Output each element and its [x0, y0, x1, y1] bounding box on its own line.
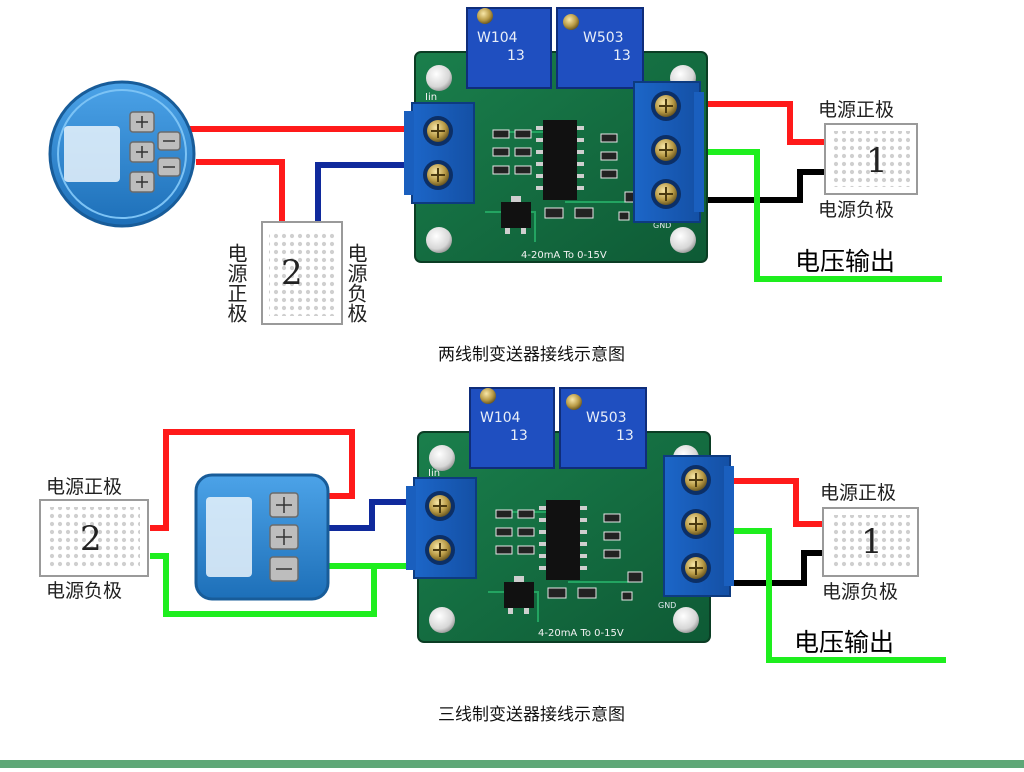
- pot-right-label: W503: [586, 410, 627, 426]
- supply-1-negative-label: 电源负极: [818, 199, 894, 221]
- supply-1-negative-label: 电源负极: [822, 581, 898, 603]
- power-supply-2: 2 电源正极 电源负极: [224, 221, 368, 325]
- supply-2-negative-label: 电源负极: [46, 580, 122, 602]
- board-gnd-label: GND: [653, 221, 671, 230]
- supply-2-number: 2: [80, 519, 102, 559]
- board-input-label: Iin: [425, 92, 437, 103]
- pot-right-label: W503: [583, 30, 624, 46]
- wire-green-voltage-output: [728, 528, 946, 663]
- wire-green-voltage-output: [696, 149, 942, 282]
- voltage-output-label: 电压输出: [794, 628, 894, 657]
- supply-2-positive-label: 电源正极: [224, 243, 248, 323]
- supply-1-number: 1: [866, 141, 888, 181]
- bottom-edge-bar: [0, 760, 1024, 768]
- wire-red-board-to-supply1: [728, 478, 828, 527]
- temperature-transmitter-sensor: [48, 80, 196, 228]
- supply-1-positive-label: 电源正极: [818, 99, 894, 121]
- input-terminal-block: [405, 477, 477, 579]
- two-wire-diagram: W104 W503 13 13 Iin 4-20mA To 0-15V GND …: [48, 7, 942, 325]
- voltage-output-label: 电压输出: [795, 247, 895, 276]
- wire-red-sensor-to-supply2: [196, 159, 285, 226]
- three-wire-diagram: 2 电源正极 电源负极 W104 W503 13 13 Iin 4-20mA T…: [39, 387, 946, 663]
- wire-red-board-to-supply1: [696, 101, 830, 145]
- temperature-transmitter-sensor: [194, 473, 330, 601]
- converter-board: W104 W503 13 13 Iin 4-20mA To 0-15V GND: [414, 7, 708, 263]
- pot-right-sub: 13: [616, 428, 634, 444]
- output-terminal-block: [633, 81, 705, 223]
- pot-left-label: W104: [480, 410, 521, 426]
- wire-blue-board-to-supply2: [315, 162, 420, 226]
- output-terminal-block: [663, 455, 735, 597]
- board-gnd-label: GND: [658, 601, 676, 610]
- input-terminal-block: [403, 102, 475, 204]
- supply-1-number: 1: [861, 522, 883, 562]
- supply-2-positive-label: 电源正极: [46, 476, 122, 498]
- wire-black-board-to-supply1: [728, 550, 828, 586]
- wire-red-supply2-to-sensor: [150, 429, 355, 531]
- power-supply-1: 1 电源正极 电源负极: [820, 482, 919, 603]
- pot-left-sub: 13: [510, 428, 528, 444]
- board-range-text: 4-20mA To 0-15V: [521, 250, 607, 261]
- board-input-label: Iin: [428, 468, 440, 479]
- three-wire-caption: 三线制变送器接线示意图: [438, 705, 625, 725]
- wire-black-board-to-supply1: [696, 169, 830, 203]
- wire-blue-sensor-to-board: [310, 499, 420, 531]
- supply-1-positive-label: 电源正极: [820, 482, 896, 504]
- wire-green-supply2-return: [150, 553, 377, 617]
- converter-board: W104 W503 13 13 Iin 4-20mA To 0-15V GND: [417, 387, 711, 643]
- supply-2-negative-label: 电源负极: [344, 243, 368, 323]
- power-supply-1: 1 电源正极 电源负极: [818, 99, 918, 221]
- pot-left-sub: 13: [507, 48, 525, 64]
- two-wire-caption: 两线制变送器接线示意图: [438, 345, 625, 365]
- board-range-text: 4-20mA To 0-15V: [538, 628, 624, 639]
- power-supply-2: 2 电源正极 电源负极: [39, 476, 149, 602]
- supply-2-number: 2: [281, 253, 303, 293]
- pot-right-sub: 13: [613, 48, 631, 64]
- pot-left-label: W104: [477, 30, 518, 46]
